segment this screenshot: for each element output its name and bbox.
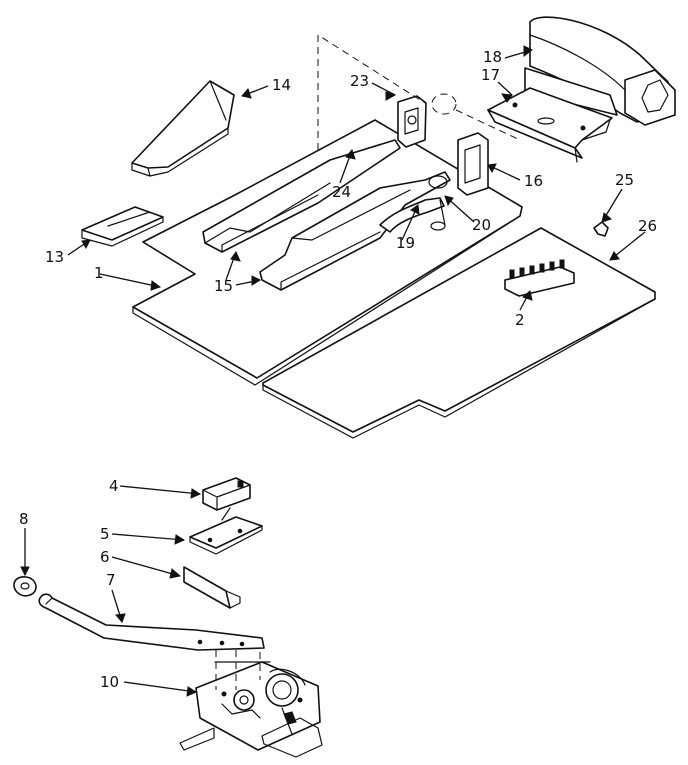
- callout-14: 14: [272, 76, 291, 94]
- part-4-switch: [202, 477, 251, 521]
- callout-25: 25: [615, 171, 634, 189]
- callout-1: 1: [94, 264, 104, 282]
- phantom-lines: [317, 34, 521, 150]
- callout-20: 20: [472, 216, 491, 234]
- part-24-channel: [202, 139, 401, 253]
- part-13-clip: [81, 206, 164, 247]
- callout-6: 6: [100, 548, 110, 566]
- part-7-rod: [38, 593, 265, 651]
- callout-2: 2: [515, 311, 525, 329]
- callout-18: 18: [483, 48, 502, 66]
- part-16-bracket: [457, 132, 489, 196]
- callout-8: 8: [19, 510, 29, 528]
- part-14-deflector: [131, 80, 235, 177]
- callout-16: 16: [524, 172, 543, 190]
- part-18-motor: [524, 16, 676, 126]
- part-25-clip: [593, 221, 609, 237]
- arrowheads: [20, 45, 620, 697]
- callout-17: 17: [481, 66, 500, 84]
- callout-13: 13: [45, 248, 64, 266]
- part-2-terminal-block: [504, 259, 575, 297]
- callouts: 1 2 4 5 6 7 8 10 13 14 15 16 17 18 19 20…: [19, 48, 657, 691]
- callout-23: 23: [350, 72, 369, 90]
- callout-10: 10: [100, 673, 119, 691]
- part-5-plate: [189, 516, 263, 555]
- part-8-knob: [13, 576, 37, 597]
- part-6-shield: [183, 566, 241, 609]
- part-17-bracket: [487, 87, 613, 163]
- part-23-bracket: [397, 95, 427, 148]
- callout-7: 7: [106, 571, 116, 589]
- part-10-latch: [179, 650, 323, 758]
- callout-15: 15: [214, 277, 233, 295]
- callout-4: 4: [109, 477, 119, 495]
- callout-19: 19: [396, 234, 415, 252]
- part-15-channel: [259, 171, 451, 291]
- callout-26: 26: [638, 217, 657, 235]
- callout-5: 5: [100, 525, 110, 543]
- part-19-hose: [379, 175, 448, 233]
- callout-24: 24: [332, 183, 351, 201]
